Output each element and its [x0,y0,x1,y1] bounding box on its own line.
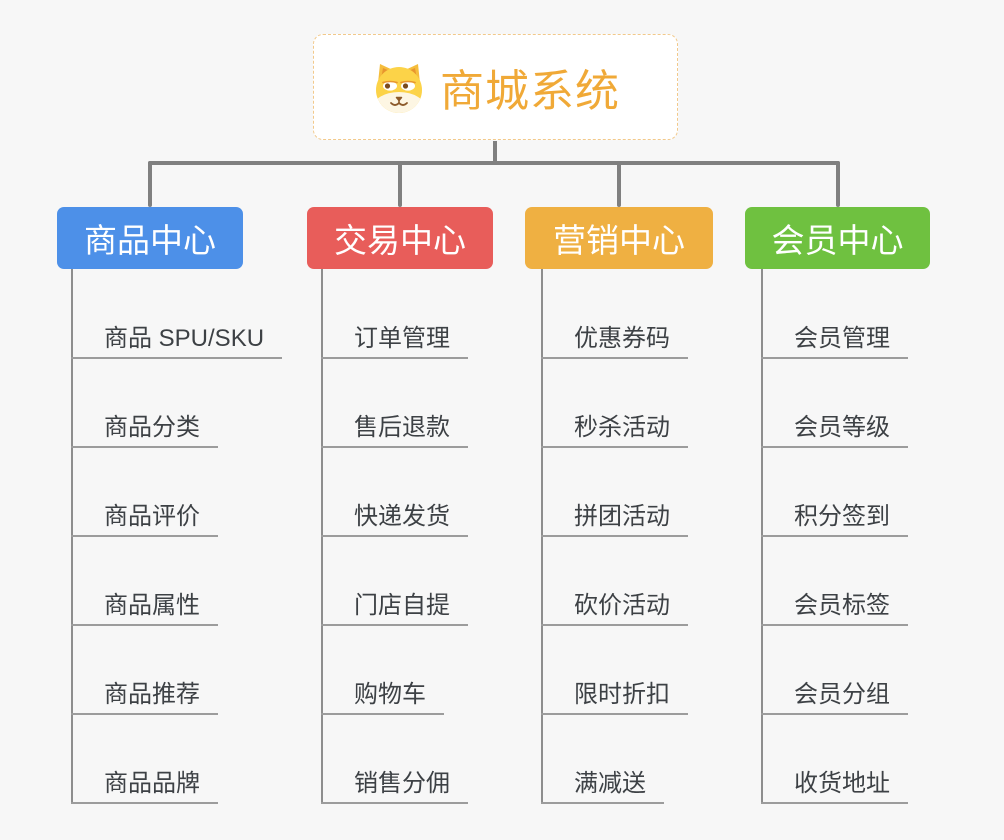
connector-rail [148,161,840,165]
dog-face-icon [376,64,422,113]
leaf-node[interactable]: 售后退款 [321,400,468,448]
leaf-node[interactable]: 销售分佣 [321,756,468,804]
leaf-node[interactable]: 会员分组 [761,667,908,715]
connector-drop-product [148,161,152,207]
leaf-node[interactable]: 商品品牌 [71,756,218,804]
root-node[interactable]: 商城系统 [313,34,678,140]
leaf-node[interactable]: 优惠券码 [541,311,688,359]
branch-node-member[interactable]: 会员中心 [745,207,930,269]
leaf-node[interactable]: 满减送 [541,756,664,804]
branch-node-trade[interactable]: 交易中心 [307,207,493,269]
leaf-node[interactable]: 商品属性 [71,578,218,626]
leaf-node[interactable]: 商品 SPU/SKU [71,311,283,359]
connector-drop-trade [398,161,402,207]
leaf-node[interactable]: 砍价活动 [541,578,688,626]
leaf-node[interactable]: 订单管理 [321,311,468,359]
leaf-node[interactable]: 收货地址 [761,756,908,804]
branch-node-marketing[interactable]: 营销中心 [525,207,713,269]
leaf-node[interactable]: 限时折扣 [541,667,688,715]
leaf-node[interactable]: 会员标签 [761,578,908,626]
leaf-node[interactable]: 会员管理 [761,311,908,359]
connector-root-stub [493,141,497,165]
leaf-node[interactable]: 门店自提 [321,578,468,626]
branch-node-product[interactable]: 商品中心 [57,207,243,269]
connector-drop-marketing [617,161,621,207]
leaf-node[interactable]: 商品推荐 [71,667,218,715]
leaf-node[interactable]: 商品评价 [71,489,218,537]
leaf-node[interactable]: 秒杀活动 [541,400,688,448]
leaf-node[interactable]: 积分签到 [761,489,908,537]
connector-drop-member [836,161,840,207]
leaf-node[interactable]: 商品分类 [71,400,218,448]
leaf-node[interactable]: 会员等级 [761,400,908,448]
leaf-node[interactable]: 拼团活动 [541,489,688,537]
leaf-node[interactable]: 快递发货 [321,489,468,537]
leaf-node[interactable]: 购物车 [321,667,444,715]
root-title: 商城系统 [440,67,620,116]
